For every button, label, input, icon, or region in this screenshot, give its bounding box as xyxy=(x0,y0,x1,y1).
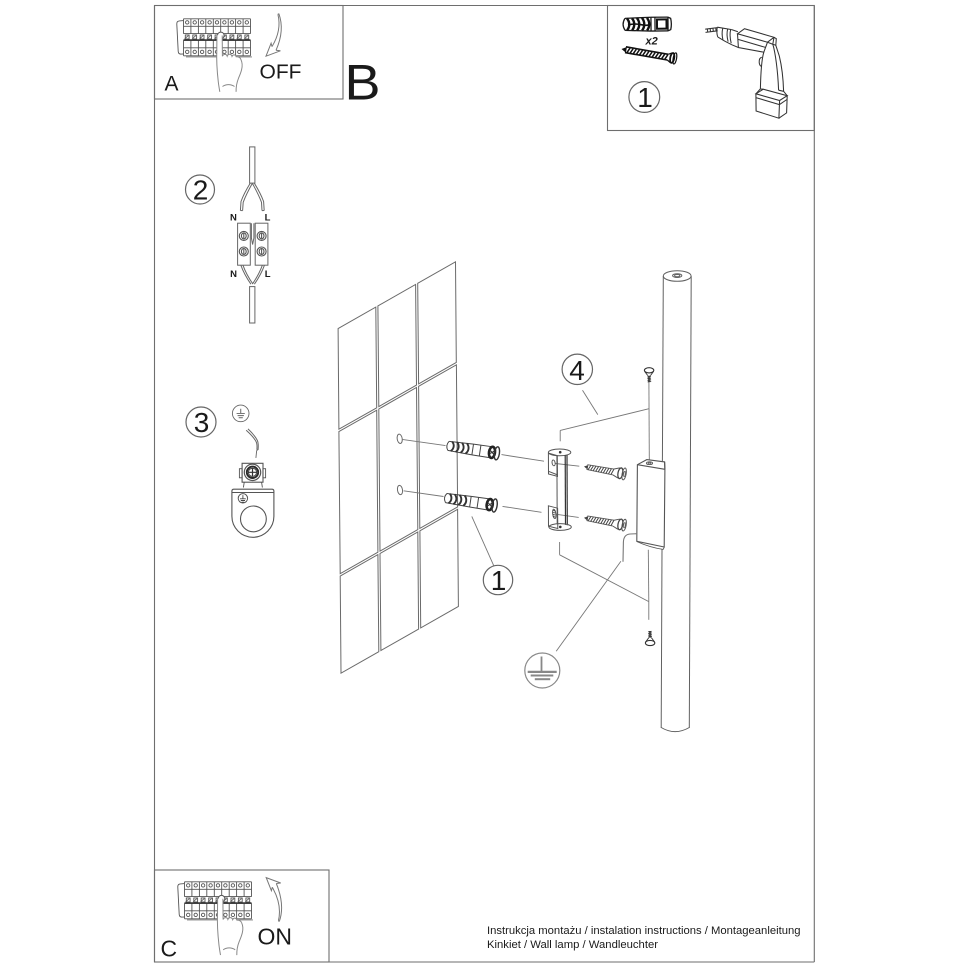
svg-text:L: L xyxy=(265,269,271,280)
svg-text:L: L xyxy=(265,212,271,223)
svg-text:1: 1 xyxy=(491,565,507,596)
svg-text:OFF: OFF xyxy=(260,62,302,84)
svg-text:2: 2 xyxy=(193,175,209,206)
svg-text:Instrukcja montażu / instalati: Instrukcja montażu / instalation instruc… xyxy=(487,925,801,937)
svg-text:C: C xyxy=(161,936,178,962)
svg-text:N: N xyxy=(230,269,237,280)
svg-text:3: 3 xyxy=(194,407,210,438)
svg-text:N: N xyxy=(230,212,237,223)
svg-text:1: 1 xyxy=(637,82,653,113)
svg-text:B: B xyxy=(345,54,381,110)
svg-text:ON: ON xyxy=(258,924,293,950)
svg-text:4: 4 xyxy=(569,355,585,386)
svg-text:A: A xyxy=(165,73,179,96)
svg-text:x2: x2 xyxy=(645,36,658,48)
svg-text:Kinkiet / Wall lamp / Wandleuc: Kinkiet / Wall lamp / Wandleuchter xyxy=(487,939,658,951)
